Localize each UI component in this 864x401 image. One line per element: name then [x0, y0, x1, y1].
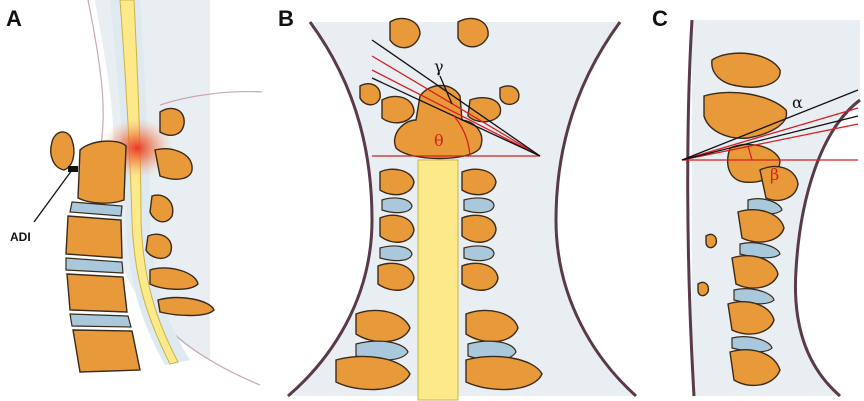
panel-c-black-line-1	[681, 89, 859, 161]
panel-c-c5	[727, 301, 775, 335]
panel-a-disc-1	[69, 201, 123, 217]
panel-a-adi-pointer	[33, 169, 73, 223]
panel-b-skin-right	[554, 21, 638, 398]
panel-a-spinous-process-4	[145, 233, 173, 260]
panel-c-c2-body	[759, 165, 799, 202]
panel-a-disc-3	[69, 313, 132, 328]
panel-a-adi-label: ADI	[10, 230, 31, 244]
panel-b-c2-dens	[393, 84, 483, 160]
panel-a-c5-body	[72, 329, 141, 373]
panel-b-theta-arc	[453, 115, 471, 157]
panel-c-c4	[731, 255, 779, 289]
panel-b-skin-left	[287, 21, 374, 398]
panel-a-c4-body	[66, 273, 128, 313]
panel-a-adi-marker	[68, 166, 78, 172]
panel-a-spinous-process-2	[154, 148, 193, 180]
panel-a-spinous-process-3	[149, 194, 174, 223]
panel-b-atlas-right	[467, 96, 502, 123]
panel-b-vertebra-bottom-right-2	[465, 355, 543, 391]
panel-a-label: A	[6, 6, 22, 31]
panel-a-atlas-arch	[50, 131, 75, 171]
panel-c-skin-left	[686, 19, 696, 397]
panel-a-skin-line-2	[159, 90, 263, 106]
panel-c-occiput	[711, 52, 781, 88]
panel-b-vertebra-bottom-right	[465, 309, 519, 343]
panel-a-spinous-process-5	[149, 267, 199, 290]
panel-c-c3	[737, 209, 785, 243]
panel-a-skin-line	[87, 0, 104, 151]
panel-b-theta-label: θ	[434, 131, 444, 150]
panel-b-vertebra-left-2	[379, 214, 415, 243]
panel-a-c3-body	[65, 215, 123, 259]
panel-b-gamma-pointer	[439, 75, 453, 105]
panel-b-atlas-left	[381, 95, 415, 124]
panel-b-label: B	[278, 6, 294, 31]
panel-b-c2-ring-right	[499, 85, 520, 106]
panel-b-c2-ring	[359, 82, 381, 106]
panel-b-spinal-cord	[417, 159, 459, 401]
panel-b-disc-right-1	[463, 197, 495, 214]
panel-a-spinous-process-1	[159, 107, 185, 136]
panel-c-posterior-fragment-1	[705, 233, 718, 249]
panel-a-spinous-process-6	[157, 296, 215, 317]
panel-b-vertebra-right-3	[461, 262, 499, 291]
panel-a: ADI A	[6, 0, 263, 386]
panel-c-alpha-label: α	[792, 93, 803, 112]
panel-c: α β C	[652, 6, 861, 398]
panel-c-label: C	[652, 6, 668, 31]
panel-b-red-line-1	[371, 55, 541, 157]
panel-b-vertebra-left-3	[377, 262, 415, 291]
panel-b-red-line-2	[371, 69, 541, 157]
panel-a-disc-2	[65, 257, 124, 274]
panel-c-black-line-2	[681, 115, 859, 161]
panel-b-vertebra-right-1	[461, 168, 497, 196]
panel-c-posterior-fragment-2	[697, 281, 710, 297]
panel-b-soft-tissue	[288, 22, 636, 396]
panel-b: θ γ B	[278, 6, 638, 401]
panel-b-occiput-right	[457, 17, 489, 48]
panel-c-c6	[729, 349, 781, 387]
panel-b-disc-right-2	[463, 245, 495, 262]
panel-b-vertebra-right-2	[461, 214, 497, 243]
panel-c-red-line-2	[681, 123, 859, 161]
panel-a-c2-body	[77, 140, 127, 204]
panel-c-beta-marker	[747, 145, 753, 161]
panel-c-skin-right	[793, 98, 861, 398]
panel-b-black-line-1	[371, 39, 541, 157]
panel-b-vertebra-bottom-left	[355, 309, 411, 343]
panel-b-lower-vertebrae	[335, 168, 543, 391]
panel-b-black-line-2	[371, 77, 541, 157]
panel-b-disc-left-1	[381, 197, 413, 214]
panel-b-disc-left-2	[379, 245, 413, 262]
panel-b-gamma-label: γ	[434, 57, 444, 76]
panel-c-beta-label: β	[770, 165, 779, 184]
panel-c-red-line-1	[681, 107, 859, 161]
panel-b-vertebra-bottom-left-2	[335, 355, 411, 391]
panel-b-occiput-left	[389, 17, 421, 49]
panel-b-vertebra-left-1	[379, 168, 415, 196]
